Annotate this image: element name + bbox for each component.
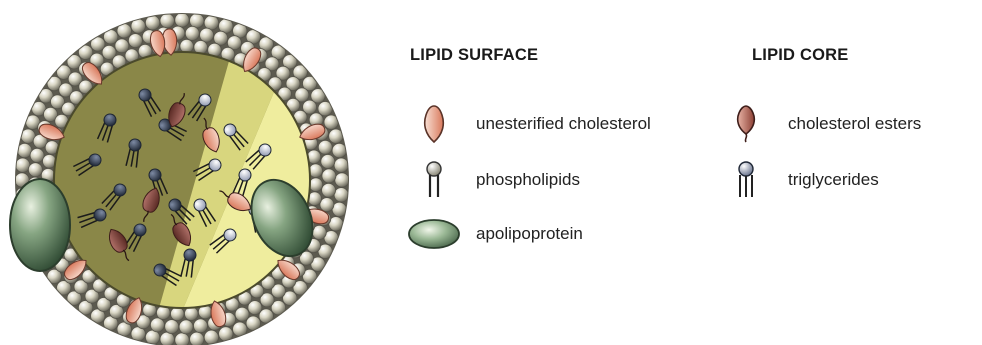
apolipoprotein-icon	[404, 214, 464, 254]
legend-item-cholesterol-esters: cholesterol esters	[716, 104, 921, 144]
phospholipid-head	[190, 332, 204, 345]
phospholipid-icon	[404, 160, 464, 200]
phospholipid-head	[190, 14, 204, 28]
phospholipid-head	[334, 158, 348, 172]
phospholipid-head	[171, 307, 185, 321]
phospholipid-head	[128, 34, 142, 48]
phospholipid-head	[321, 155, 335, 169]
phospholipid-head	[30, 148, 44, 162]
legend-label-triglycerides: triglycerides	[788, 170, 879, 190]
lipoprotein-particle-illustration	[0, 0, 370, 345]
triglyceride-icon	[716, 160, 776, 200]
lipid-core-heading: LIPID CORE	[752, 46, 848, 65]
phospholipid-head	[322, 169, 336, 183]
legend-label-phospholipids: phospholipids	[476, 170, 580, 190]
phospholipid-head	[28, 163, 42, 177]
phospholipid-head	[200, 28, 214, 42]
phospholipid-head	[185, 26, 199, 40]
apolipoprotein-left	[10, 179, 70, 271]
phospholipid-head	[179, 320, 193, 334]
phospholipid-head	[145, 16, 159, 30]
lipid-surface-heading-text: LIPID SURFACE	[410, 46, 538, 65]
legend-item-phospholipids: phospholipids	[404, 160, 580, 200]
phospholipid-head	[175, 13, 189, 27]
phospholipid-head	[165, 320, 179, 334]
phospholipid-head	[322, 183, 336, 197]
phospholipid-head	[16, 158, 30, 172]
legend-label-apolipoprotein: apolipoprotein	[476, 224, 583, 244]
phospholipid-head	[175, 333, 189, 345]
phospholipid-head	[334, 188, 348, 202]
phospholipid-head	[150, 318, 164, 332]
legend-item-apolipoprotein: apolipoprotein	[404, 214, 583, 254]
phospholipid-head	[320, 198, 334, 212]
phospholipid-head	[180, 39, 194, 53]
legend-label-unesterified-cholesterol: unesterified cholesterol	[476, 114, 651, 134]
phospholipid-head	[335, 173, 349, 187]
phospholipid-head	[194, 319, 208, 333]
phospholipid-head	[204, 330, 218, 344]
legend-label-cholesterol-esters: cholesterol esters	[788, 114, 921, 134]
cholesterol-ester-icon	[716, 104, 776, 144]
phospholipid-head	[309, 178, 323, 192]
legend-item-unesterified-cholesterol: unesterified cholesterol	[404, 104, 651, 144]
phospholipid-head	[309, 164, 323, 178]
unesterified-cholesterol-icon	[404, 104, 464, 144]
phospholipid-head	[318, 140, 332, 154]
phospholipid-head	[185, 307, 199, 321]
phospholipid-head	[160, 14, 174, 28]
phospholipid-head	[332, 143, 346, 157]
phospholipid-head	[160, 332, 174, 345]
legend-item-triglycerides: triglycerides	[716, 160, 879, 200]
